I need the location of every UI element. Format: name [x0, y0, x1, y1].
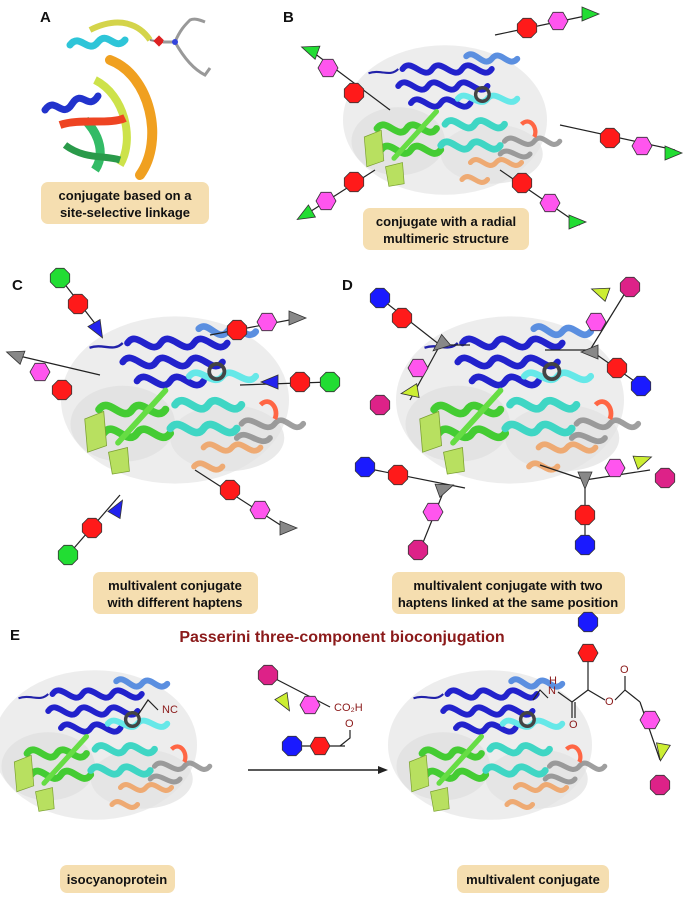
- panel-b-caption-line-2: multimeric structure: [383, 231, 509, 246]
- panel-c-label: C: [12, 277, 23, 294]
- panel-a-caption-line-2: site-selective linkage: [60, 205, 190, 220]
- panel-a-caption-line-1: conjugate based on a: [59, 188, 193, 203]
- panel-c-haptens: [3, 267, 341, 566]
- passerini-product: N H O O O: [532, 611, 671, 796]
- panel-d-caption-line-2: haptens linked at the same position: [398, 595, 618, 610]
- reaction-arrow: [248, 766, 388, 774]
- panel-d-haptens: [354, 276, 676, 561]
- panel-e-title: Passerini three-component bioconjugation: [179, 629, 504, 646]
- panel-b-protein: [343, 45, 560, 195]
- carbonyl-o-label: O: [620, 664, 629, 676]
- ester-o-label: O: [605, 696, 614, 708]
- panel-d-caption-line-1: multivalent conjugate with two: [413, 578, 602, 593]
- aldehyde-o-label: O: [345, 718, 354, 730]
- panel-b-caption: conjugate with a radial multimeric struc…: [363, 208, 529, 250]
- panel-e-left-caption: isocyanoprotein: [60, 865, 175, 893]
- carboxylic-acid-reagent: CO₂H: [257, 664, 363, 715]
- panel-e-isocyano: NC: [137, 699, 178, 716]
- panel-b-haptens: [293, 6, 683, 230]
- panel-a-protein: [41, 17, 212, 180]
- panel-c-caption-line-2: with different haptens: [106, 595, 242, 610]
- panel-d-protein: [396, 316, 638, 483]
- n-label: N: [548, 685, 556, 697]
- panel-c-caption-line-1: multivalent conjugate: [108, 578, 242, 593]
- panel-b-caption-line-1: conjugate with a radial: [376, 214, 516, 229]
- nc-label: NC: [162, 704, 178, 716]
- panel-e-left-protein: [0, 670, 210, 820]
- panel-e-right-caption: multivalent conjugate: [457, 865, 609, 893]
- isocyanoprotein-caption: isocyanoprotein: [67, 872, 167, 887]
- co2h-label: CO₂H: [334, 702, 363, 714]
- aldehyde-reagent: O: [281, 718, 354, 757]
- panel-d-caption: multivalent conjugate with two haptens l…: [392, 572, 625, 614]
- amide-o-label: O: [569, 719, 578, 731]
- panel-c-caption: multivalent conjugate with different hap…: [93, 572, 258, 614]
- multivalent-conjugate-caption: multivalent conjugate: [466, 872, 600, 887]
- panel-d-label: D: [342, 277, 353, 294]
- panel-e-right-protein: [388, 670, 605, 820]
- h-label: H: [549, 675, 557, 687]
- panel-c-protein: [61, 316, 303, 483]
- panel-e-label: E: [10, 627, 20, 644]
- panel-a-caption: conjugate based on a site-selective link…: [41, 182, 209, 224]
- panel-a-label: A: [40, 9, 51, 26]
- panel-b-label: B: [283, 9, 294, 26]
